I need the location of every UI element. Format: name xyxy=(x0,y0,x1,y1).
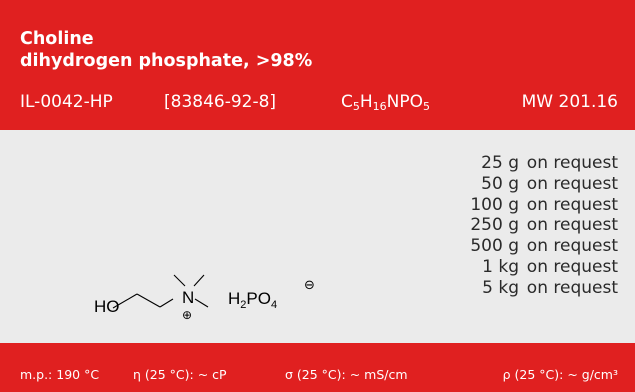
hydroxyl-label: HO xyxy=(94,297,120,316)
conductivity: σ (25 °C): ~ mS/cm xyxy=(285,367,408,382)
molecular-weight: MW 201.16 xyxy=(521,92,618,112)
product-body: HO N ⊕ H2PO4 ⊖ 25 g on request 50 g on req… xyxy=(0,130,635,343)
melting-point: m.p.: 190 °C xyxy=(20,367,100,382)
price-qty: 1 kg xyxy=(482,256,519,277)
price-value: on request xyxy=(526,194,618,215)
properties-footer: m.p.: 190 °C η (25 °C): ~ cP σ (25 °C): … xyxy=(0,343,635,392)
anion-formula: H2PO4 xyxy=(228,289,277,311)
price-value: on request xyxy=(526,173,618,194)
bond-n-methyl-1 xyxy=(173,274,186,287)
price-row: 100 g on request xyxy=(439,195,618,216)
nitrogen-label: N xyxy=(182,288,194,307)
price-qty: 5 kg xyxy=(482,277,519,298)
density: ρ (25 °C): ~ g/cm³ xyxy=(502,367,618,382)
price-qty: 500 g xyxy=(470,236,519,257)
price-value: on request xyxy=(526,277,618,298)
product-code: IL-0042-HP xyxy=(20,92,113,112)
product-name-line2: dihydrogen phosphate, >98% xyxy=(20,51,313,71)
molecular-formula: C5H16NPO5 xyxy=(341,92,431,113)
price-row: 50 g on request xyxy=(439,174,618,195)
bond-o-c1 xyxy=(112,293,138,309)
bond-c2-n xyxy=(159,298,174,308)
product-name-line1: Choline xyxy=(20,29,94,49)
product-title: Choline dihydrogen phosphate, >98% xyxy=(20,28,312,72)
product-header: Choline dihydrogen phosphate, >98% IL-00… xyxy=(0,0,635,130)
price-value: on request xyxy=(526,236,618,257)
price-table: 25 g on request 50 g on request 100 g on re… xyxy=(439,153,618,299)
bond-n-methyl-2 xyxy=(193,274,205,287)
price-qty: 250 g xyxy=(470,215,519,236)
price-qty: 100 g xyxy=(470,194,519,215)
price-row: 5 kg on request xyxy=(439,278,618,299)
chemical-structure: HO N ⊕ H2PO4 ⊖ xyxy=(94,274,315,322)
price-qty: 50 g xyxy=(481,173,519,194)
price-value: on request xyxy=(526,215,618,236)
bond-n-methyl-3 xyxy=(194,298,209,308)
price-row: 1 kg on request xyxy=(439,257,618,278)
bond-c1-c2 xyxy=(136,293,161,308)
price-qty: 25 g xyxy=(481,153,519,173)
viscosity: η (25 °C): ~ cP xyxy=(133,367,227,382)
price-value: on request xyxy=(526,256,618,277)
negative-charge-icon: ⊖ xyxy=(304,278,315,293)
price-row: 25 g on request xyxy=(439,153,618,174)
price-row: 250 g on request xyxy=(439,215,618,236)
positive-charge-icon: ⊕ xyxy=(182,308,192,322)
cas-number: [83846-92-8] xyxy=(164,92,277,112)
product-meta-row: IL-0042-HP [83846-92-8] C5H16NPO5 MW 201… xyxy=(20,92,618,116)
price-value: on request xyxy=(526,153,618,173)
price-row: 500 g on request xyxy=(439,236,618,257)
